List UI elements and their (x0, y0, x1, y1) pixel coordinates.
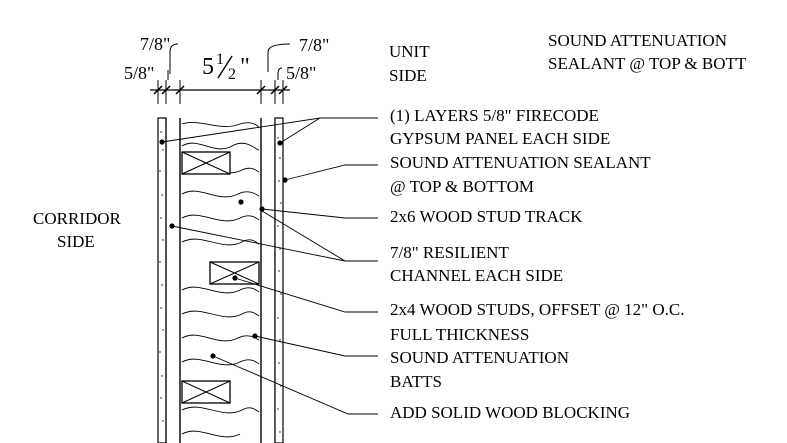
dimension-stud-whole: 5 (202, 54, 214, 80)
unit-side-label-1: UNIT (389, 42, 430, 61)
dimension-stud-frac-num: 1 (216, 51, 224, 68)
callout-channel-line-2: CHANNEL EACH SIDE (390, 266, 563, 285)
callout-gypsum-line-1: (1) LAYERS 5/8" FIRECODE (390, 106, 599, 125)
callout-batts-line-3: BATTS (390, 372, 442, 391)
callout-batts-line-1: FULL THICKNESS (390, 325, 529, 344)
callout-blocking: ADD SOLID WOOD BLOCKING (390, 403, 630, 422)
dimension-left-7-8: 7/8" (140, 34, 170, 54)
corridor-side-label-2: SIDE (57, 232, 95, 251)
callout-sealant-line-1: SOUND ATTENUATION SEALANT (390, 153, 651, 172)
top-note-line-1: SOUND ATTENUATION (548, 31, 727, 50)
top-note-line-2: SEALANT @ TOP & BOTT (548, 54, 747, 73)
callout-stud-track: 2x6 WOOD STUD TRACK (390, 207, 583, 226)
dimension-stud-width: 5 1 2 " (202, 51, 250, 83)
dimension-line (150, 43, 291, 104)
dimension-left-5-8: 5/8" (124, 63, 154, 83)
leader-dots (159, 139, 288, 359)
wall-layers (157, 117, 284, 443)
callout-gypsum-line-2: GYPSUM PANEL EACH SIDE (390, 129, 610, 148)
dimension-stud-inch: " (240, 54, 250, 80)
unit-side-label-2: SIDE (389, 66, 427, 85)
leader-lines (161, 117, 378, 415)
callout-channel-line-1: 7/8" RESILIENT (390, 243, 509, 262)
callout-batts-line-2: SOUND ATTENUATION (390, 348, 569, 367)
corridor-side-label-1: CORRIDOR (33, 209, 122, 228)
dimension-right-5-8: 5/8" (286, 63, 316, 83)
dimension-right-7-8: 7/8" (299, 35, 329, 55)
callout-wood-studs: 2x4 WOOD STUDS, OFFSET @ 12" O.C. (390, 300, 684, 319)
dimension-stud-frac-den: 2 (228, 66, 236, 83)
callout-sealant-line-2: @ TOP & BOTTOM (390, 177, 534, 196)
